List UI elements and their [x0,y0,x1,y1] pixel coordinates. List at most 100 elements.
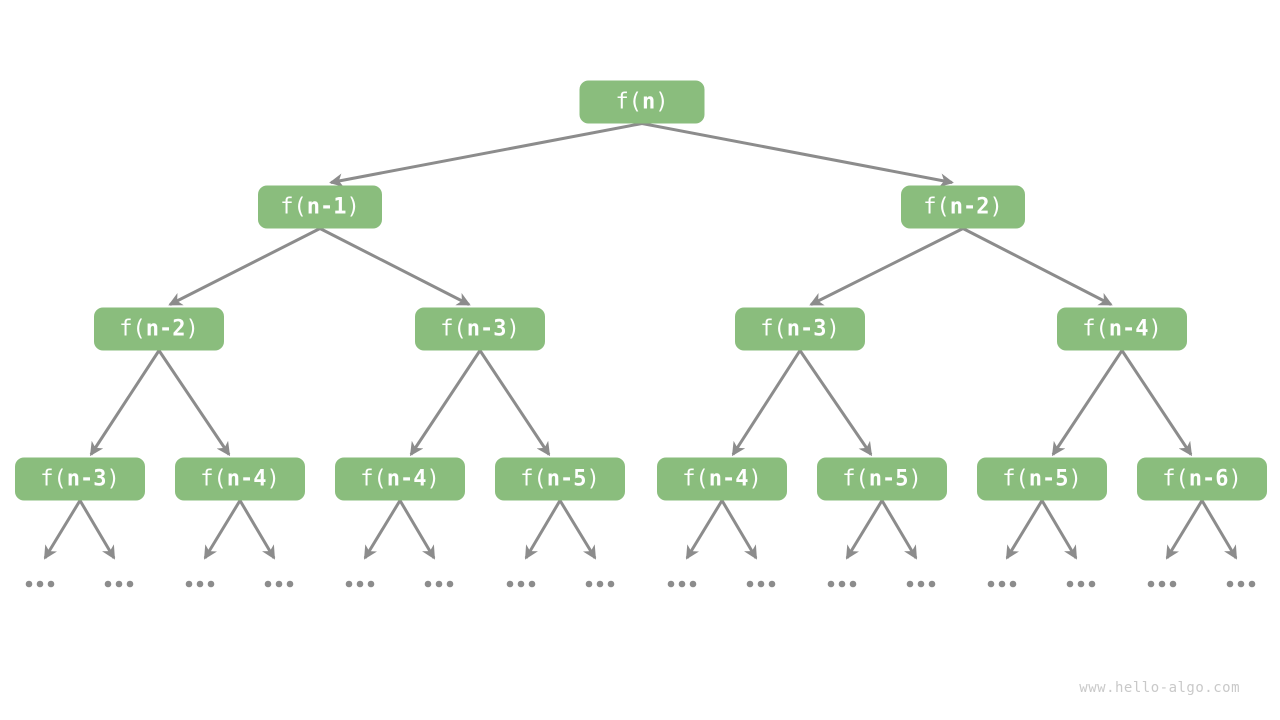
node-label-argument: n-4 [1108,316,1149,341]
node-label-suffix: ) [1068,466,1082,491]
tree-node: f(n-4) [335,457,465,501]
tree-edge-arrow [798,349,873,457]
tree-edge-arrow [1051,349,1124,457]
tree-node: f(n-4) [175,457,305,501]
node-label-prefix: f( [615,89,643,114]
node-label-argument: n-5 [868,466,909,491]
tree-edge-arrow [329,122,643,188]
ellipsis [746,580,776,588]
ellipsis [185,580,215,588]
ellipsis [1226,580,1256,588]
tree-edge-arrow [845,499,884,560]
node-label-prefix: f( [1002,466,1029,491]
tree-node: f(n-3) [415,307,545,351]
tree-edge-arrow [558,499,597,560]
node-label-prefix: f( [1082,316,1109,341]
node-label-argument: n-2 [949,194,990,219]
tree-edge-arrow [478,349,551,457]
ellipsis [345,580,375,588]
node-label-argument: n [642,89,656,114]
tree-node: f(n-5) [977,457,1107,501]
tree-node: f(n-4) [1057,307,1187,351]
tree-edge-arrow [720,499,758,560]
node-label-suffix: ) [106,466,120,491]
node-label-suffix: ) [266,466,280,491]
tree-node: f(n-3) [735,307,865,351]
tree-node: f(n-1) [258,185,382,229]
tree-edge-arrow [203,499,242,560]
node-label-argument: n-3 [466,316,507,341]
tree-edge-arrow [731,349,802,457]
node-label-argument: n-1 [306,194,347,219]
ellipsis [987,580,1017,588]
tree-edge-arrow [1005,499,1044,560]
ellipsis [667,580,697,588]
tree-edge-arrow [1120,349,1193,457]
node-label-suffix: ) [989,194,1003,219]
ellipsis [424,580,454,588]
node-label-suffix: ) [655,89,669,114]
tree-edge-arrow [685,499,724,560]
tree-edge-arrow [1165,499,1204,560]
node-label-prefix: f( [923,194,950,219]
node-label-prefix: f( [360,466,387,491]
tree-edge-arrow [157,349,231,457]
node-label-suffix: ) [748,466,762,491]
tree-edge-arrow [89,349,161,457]
node-label-argument: n-3 [786,316,827,341]
node-label-argument: n-6 [1188,466,1229,491]
node-label-suffix: ) [1148,316,1162,341]
tree-node: f(n-6) [1137,457,1267,501]
node-label-suffix: ) [506,316,520,341]
tree-edge-arrow [238,499,276,560]
tree-edge-arrow [398,499,436,560]
node-label-argument: n-2 [145,316,186,341]
tree-edge-arrow [880,499,918,560]
node-label-prefix: f( [1162,466,1189,491]
watermark: www.hello-algo.com [1079,680,1240,696]
node-label-prefix: f( [440,316,467,341]
ellipsis [104,580,134,588]
node-label-suffix: ) [826,316,840,341]
tree-edge-arrow [809,227,964,306]
ellipsis [1147,580,1177,588]
tree-node: f(n-5) [817,457,947,501]
node-label-suffix: ) [346,194,360,219]
tree-edge-arrow [524,499,562,560]
node-label-argument: n-5 [1028,466,1069,491]
node-label-suffix: ) [586,466,600,491]
tree-edge-arrow [1040,499,1078,560]
node-label-prefix: f( [200,466,227,491]
tree-edge-arrow [363,499,402,560]
ellipsis [827,580,857,588]
node-label-prefix: f( [682,466,709,491]
tree-edge-arrow [409,349,482,457]
tree-edge-arrow [641,122,954,188]
tree-edge-arrow [1200,499,1238,560]
ellipsis [906,580,936,588]
node-label-prefix: f( [280,194,307,219]
node-label-argument: n-3 [66,466,107,491]
ellipsis [25,580,55,588]
tree-edge-arrow [168,227,321,306]
node-label-argument: n-4 [386,466,427,491]
ellipsis [506,580,536,588]
node-label-prefix: f( [40,466,67,491]
tree-edge-arrow [962,227,1113,306]
tree-node: f(n-4) [657,457,787,501]
tree-edge-arrow [43,499,82,560]
node-label-suffix: ) [908,466,922,491]
node-label-prefix: f( [760,316,787,341]
tree-node: f(n-2) [94,307,224,351]
node-label-prefix: f( [520,466,547,491]
tree-node: f(n-5) [495,457,625,501]
node-label-argument: n-5 [546,466,587,491]
node-label-suffix: ) [185,316,199,341]
node-label-argument: n-4 [708,466,749,491]
node-label-argument: n-4 [226,466,267,491]
ellipsis [1066,580,1096,588]
ellipsis [585,580,615,588]
tree-edge-arrow [78,499,116,560]
